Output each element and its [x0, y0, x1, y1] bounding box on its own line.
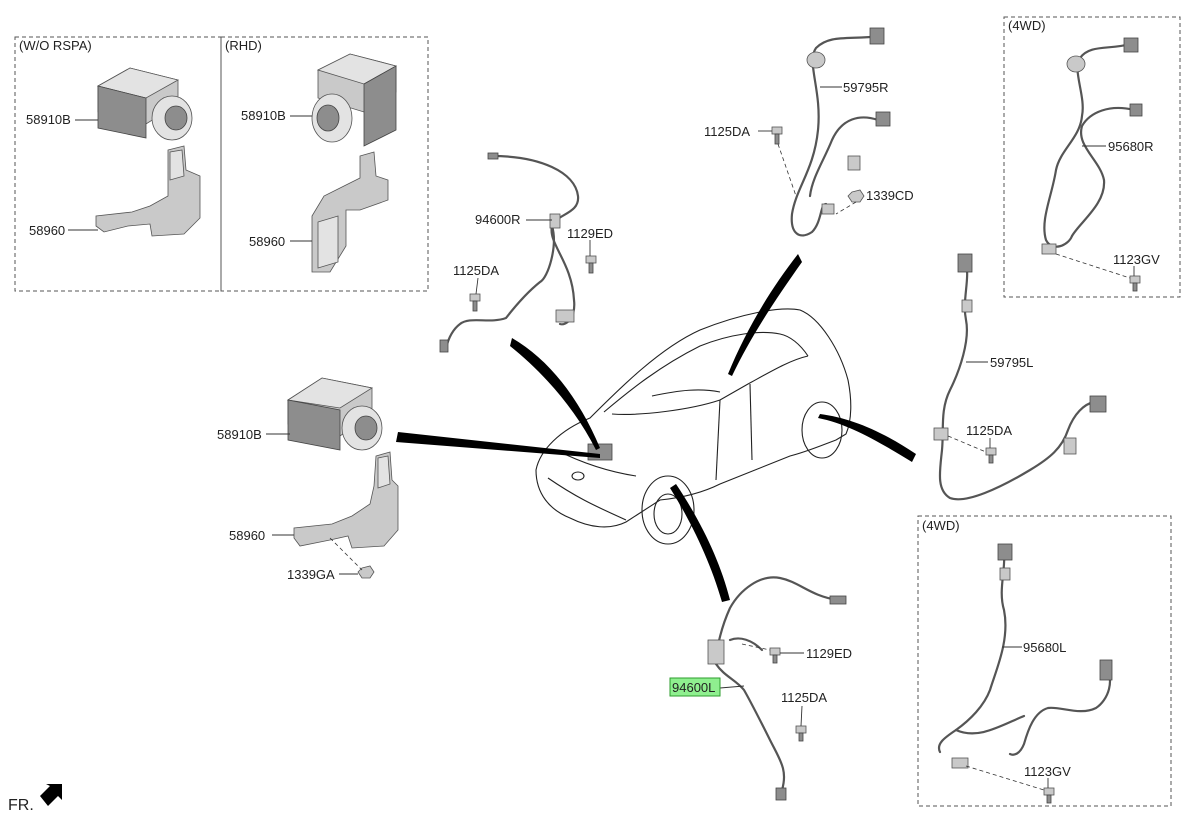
- bracket-wo-rspa[interactable]: [95, 145, 201, 237]
- label-59795r: 59795R: [843, 80, 889, 95]
- label-94600l[interactable]: 94600L: [672, 680, 715, 695]
- rear-wheel-sensor-right[interactable]: [790, 27, 891, 237]
- label-58960-rhd: 58960: [249, 234, 285, 249]
- box-4wd-lower: [917, 515, 1172, 807]
- label-1125da-front-l: 1125DA: [781, 690, 827, 705]
- label-95680l: 95680L: [1023, 640, 1066, 655]
- box-rhd-title: (RHD): [225, 38, 262, 53]
- label-1339ga: 1339GA: [287, 567, 335, 582]
- hecu-unit-wo-rspa[interactable]: [96, 67, 193, 141]
- highlight-94600l: [669, 677, 721, 697]
- bolt-1125da-front-r[interactable]: [469, 293, 481, 312]
- label-58960-main: 58960: [229, 528, 265, 543]
- hecu-unit-main[interactable]: [286, 377, 383, 451]
- label-58910b-main: 58910B: [217, 427, 262, 442]
- bolt-1125da-rear-r[interactable]: [771, 126, 783, 145]
- box-wo-rspa-title: (W/O RSPA): [19, 38, 92, 53]
- pointer-front-sensor-l: [670, 484, 730, 602]
- label-1123gv-rear-r: 1123GV: [1113, 252, 1160, 267]
- label-1123gv-rear-l: 1123GV: [1024, 764, 1071, 779]
- label-1129ed-front-l: 1129ED: [806, 646, 852, 661]
- label-58910b-wo-rspa: 58910B: [26, 112, 71, 127]
- box-rhd: [220, 36, 429, 292]
- label-1125da-rear-l: 1125DA: [966, 423, 1012, 438]
- front-wheel-sensor-right[interactable]: [439, 152, 580, 353]
- label-94600r: 94600R: [475, 212, 521, 227]
- bracket-rhd[interactable]: [311, 151, 389, 273]
- front-direction-arrow-icon: [40, 784, 62, 806]
- rear-cable-right-4wd[interactable]: [1041, 37, 1143, 255]
- pointer-hecu: [396, 432, 600, 458]
- nut-1339cd[interactable]: [847, 189, 865, 203]
- nut-1339ga[interactable]: [357, 565, 375, 579]
- pointer-rear-sensor-r: [728, 254, 802, 376]
- box-4wd-lower-title: (4WD): [922, 518, 960, 533]
- box-4wd-upper: [1003, 16, 1181, 298]
- rear-cable-left-4wd[interactable]: [937, 543, 1113, 769]
- label-58960-wo-rspa: 58960: [29, 223, 65, 238]
- bolt-1125da-rear-l[interactable]: [985, 447, 997, 464]
- label-1125da-front-r: 1125DA: [453, 263, 499, 278]
- box-4wd-upper-title: (4WD): [1008, 18, 1046, 33]
- label-1339cd: 1339CD: [866, 188, 914, 203]
- front-wheel-sensor-left[interactable]: [707, 576, 847, 801]
- bolt-1125da-front-l[interactable]: [795, 725, 807, 742]
- vehicle-outline: [535, 308, 852, 545]
- label-95680r: 95680R: [1108, 139, 1154, 154]
- bracket-main[interactable]: [293, 451, 399, 549]
- bolt-1129ed-front-r[interactable]: [585, 255, 597, 274]
- label-59795l: 59795L: [990, 355, 1033, 370]
- front-direction-label: FR.: [8, 797, 34, 814]
- rear-wheel-sensor-left[interactable]: [933, 253, 1107, 501]
- bolt-1123gv-rear-l[interactable]: [1043, 787, 1055, 804]
- label-1125da-rear-r: 1125DA: [704, 124, 750, 139]
- label-58910b-rhd: 58910B: [241, 108, 286, 123]
- bolt-1129ed-front-l[interactable]: [769, 647, 781, 664]
- pointer-front-sensor-r: [510, 338, 600, 450]
- pointer-rear-sensor-l: [818, 414, 916, 462]
- hecu-unit-rhd[interactable]: [311, 53, 398, 147]
- label-1129ed-front-r: 1129ED: [567, 226, 613, 241]
- bolt-1123gv-rear-r[interactable]: [1129, 275, 1141, 292]
